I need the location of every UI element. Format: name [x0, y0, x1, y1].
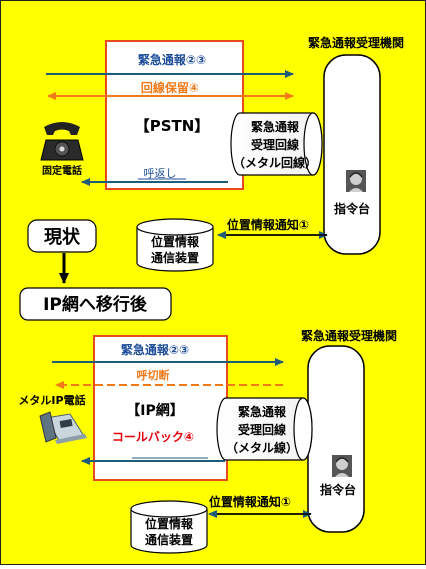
command-label: 指令台	[334, 201, 370, 216]
bottom-section: 緊急通報受理機関 緊急通報②③ 呼切断 【IP網】 コールバック④ 緊急通報 受…	[18, 328, 397, 554]
trunk-line-text-3-bottom: （メタル線）	[226, 440, 298, 455]
trunk-line-cylinder-bottom: 緊急通報 受理回線 （メタル線）	[216, 397, 313, 461]
location-device-cylinder: 位置情報 通信装置	[136, 218, 214, 272]
emergency-call-label-bottom: 緊急通報②③	[121, 342, 189, 357]
after-migration-box	[19, 287, 172, 321]
trunk-line-text-2: 受理回線	[251, 137, 299, 152]
trunk-line-cylinder: 緊急通報 受理回線 （メタル回線）	[230, 112, 323, 176]
line-hold-label-bg	[130, 80, 210, 95]
callback-label-bottom: コールバック④	[112, 430, 194, 444]
agency-block-bottom	[307, 345, 365, 533]
command-label-bottom: 指令台	[320, 482, 356, 497]
emergency-call-label: 緊急通報②③	[138, 52, 206, 67]
after-migration-label: IP網へ移行後	[43, 294, 148, 315]
current-state-label: 現状	[44, 226, 81, 248]
current-state-box	[27, 219, 97, 253]
agency-title: 緊急通報受理機関	[308, 35, 404, 50]
location-device-cylinder-bottom: 位置情報 通信装置	[130, 500, 208, 554]
callback-label: 呼返し	[144, 167, 177, 180]
transition-section: 現状 IP網へ移行後	[19, 219, 172, 321]
agency-block	[323, 54, 381, 255]
trunk-line-text-2-bottom: 受理回線	[238, 422, 286, 437]
fixed-phone-label: 固定電話	[42, 164, 82, 177]
trunk-line-text-1: 緊急通報	[251, 119, 300, 134]
pstn-label: 【PSTN】	[135, 117, 210, 135]
line-hold-label: 回線保留④	[141, 80, 199, 95]
location-device-text-1-bottom: 位置情報	[145, 516, 194, 531]
rotary-phone-icon	[40, 122, 84, 161]
operator-icon-bottom	[332, 455, 352, 477]
trunk-line-text-1-bottom: 緊急通報	[238, 404, 287, 419]
agency-title-bottom: 緊急通報受理機関	[301, 328, 397, 343]
call-disconnect-label: 呼切断	[137, 368, 170, 382]
pstn-network-box	[105, 40, 244, 190]
trunk-line-text-3: （メタル回線）	[233, 155, 317, 170]
ip-phone-icon	[39, 411, 87, 444]
ip-phone-label: メタルIP電話	[18, 393, 85, 407]
location-notify-label-bottom: 位置情報通知①	[209, 494, 291, 509]
ip-network-label: 【IP網】	[126, 402, 183, 419]
top-section: 緊急通報受理機関 緊急通報②③ 回線保留④ 【PSTN】 呼返し 緊急通報 受理…	[40, 35, 404, 272]
ip-network-box	[93, 335, 228, 481]
operator-icon	[346, 170, 366, 192]
location-device-text-2-bottom: 通信装置	[145, 532, 193, 547]
location-device-text-1: 位置情報	[151, 234, 200, 249]
location-device-text-2: 通信装置	[151, 250, 199, 265]
location-notify-label: 位置情報通知①	[227, 217, 309, 232]
